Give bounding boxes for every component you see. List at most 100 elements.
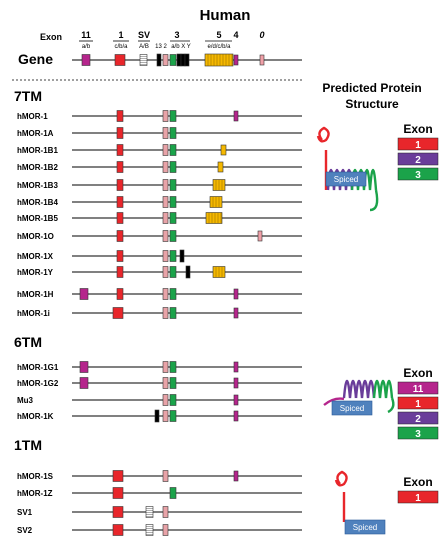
transcript-exon [162,288,169,300]
transcript-label: hMOR-1B4 [17,198,58,207]
transcript-exon [169,361,177,373]
transcript-row: hMOR-1B5 [17,212,302,224]
exon-sub-1: c/b/a [114,44,128,50]
transcript-exon [116,266,124,278]
legend-swatch-label: 1 [415,140,421,151]
transcript-label: hMOR-1B2 [17,163,58,172]
transcript-exon [112,524,124,536]
transcript-exon [169,250,177,262]
transcript-exon [162,230,169,242]
gene-exon-3 [156,53,162,67]
legend-swatch [397,381,439,395]
transcript-row: hMOR-1X [17,249,302,263]
transcript-exon [233,288,239,300]
legend-swatch [397,137,439,151]
transcript-exon [162,144,169,156]
legend-title: Exon [403,475,432,489]
protein-title-line1: Predicted Protein [322,81,421,95]
transcript-exon [116,230,124,242]
transcript-exon [169,307,177,319]
transcript-exon [162,524,169,536]
gene-exon-8 [184,53,190,67]
transcript-row: hMOR-1S [17,470,302,482]
transcript-exon [112,487,124,499]
transcript-row: hMOR-1G1 [17,361,302,373]
transcript-row: hMOR-1K [17,409,302,423]
transcript-exon [116,250,124,262]
transcript-exon [162,307,169,319]
spliced-label-7tm: Spiced [334,175,358,184]
transcript-exon [162,394,169,406]
transcript-row: hMOR-1O [17,230,302,242]
transcript-label: hMOR-1Z [17,489,53,498]
transcript-row: hMOR-1B2 [17,161,302,173]
transcript-exon [162,179,169,191]
transcript-exon [162,266,169,278]
transcript-exon [233,394,239,406]
transcript-exon [162,410,169,422]
transcript-exon [116,110,124,122]
transcript-exon [162,212,169,224]
transcript-exon [205,212,223,224]
transcript-exon [162,127,169,139]
transcript-row: hMOR-1A [17,127,302,139]
exon-num-5: 5 [216,30,221,40]
transcript-exon [79,361,89,373]
transcript-label: SV1 [17,508,33,517]
transcript-exon [233,410,239,422]
protein-6tm-cartoon [323,379,395,414]
spliced-label-1tm: Spiced [353,523,377,532]
transcript-exon [162,470,169,482]
transcript-rows: hMOR-1hMOR-1AhMOR-1B1hMOR-1B2hMOR-1B3hMO… [17,110,302,536]
transcript-exon [162,110,169,122]
legend-swatch-label: 3 [415,170,421,181]
transcript-exon [169,394,177,406]
transcript-exon [185,265,191,279]
transcript-exon [169,212,177,224]
transcript-exon [257,230,263,242]
exon-num-0: 0 [259,30,264,40]
transcript-exon [233,307,239,319]
exon-sub-small: 13 2 [155,44,167,50]
transcript-exon [179,249,185,263]
transcript-label: hMOR-1X [17,252,54,261]
transcript-row: hMOR-1H [17,288,302,300]
transcript-label: hMOR-1K [17,412,54,421]
legend-swatch [397,490,439,504]
transcript-exon [112,470,124,482]
gene-exon-4 [162,54,169,66]
exon-num-sv: SV [138,30,150,40]
transcript-label: hMOR-1A [17,129,54,138]
transcript-exon [169,230,177,242]
transcript-exon [169,179,177,191]
figure-title: Human [200,7,251,24]
transcript-label: hMOR-1G1 [17,363,59,372]
transcript-exon [233,377,239,389]
section-title-6tm: 6TM [14,334,42,350]
transcript-row: SV1 [17,506,302,518]
exon-num-4: 4 [233,30,238,40]
section-title-7tm: 7TM [14,88,42,104]
transcript-exon [169,196,177,208]
exon-num-3: 3 [174,30,179,40]
gene-exon-2 [139,54,148,66]
spliced-label-6tm: Spiced [340,404,364,413]
gene-exon-0 [81,54,91,66]
spliced-box-7tm [325,171,367,187]
section-title-1tm: 1TM [14,437,42,453]
gene-exon-6 [176,53,182,67]
exon-sub-sv: A/B [139,44,149,50]
transcript-exon [145,506,154,518]
transcript-row: hMOR-1 [17,110,302,122]
transcript-exon [162,161,169,173]
gene-exon-1 [114,54,126,66]
exon-sub-5: e/d/c/b/a [207,44,231,50]
transcript-row: Mu3 [17,394,302,406]
transcript-exon [233,470,239,482]
transcript-label: hMOR-1B1 [17,146,58,155]
gene-label: Gene [18,51,53,67]
transcript-exon [116,212,124,224]
transcript-exon [116,127,124,139]
transcript-exon [116,161,124,173]
